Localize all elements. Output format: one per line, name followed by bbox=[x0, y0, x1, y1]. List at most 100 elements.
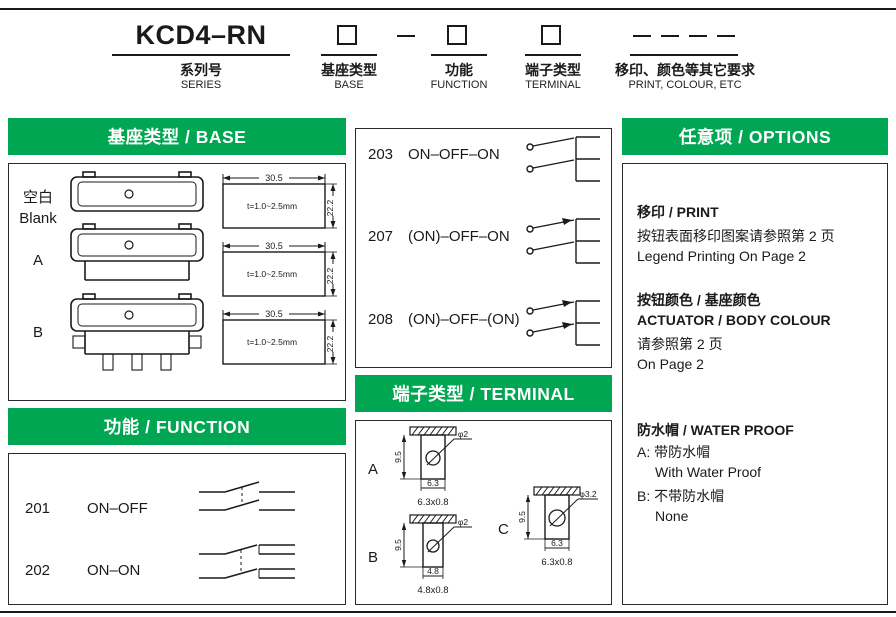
print-label-cn: 移印、颜色等其它要求 bbox=[615, 62, 755, 78]
terminal-code-box bbox=[541, 25, 561, 45]
terminal-caption-a: 6.3x0.8 bbox=[417, 497, 448, 508]
function-underline bbox=[431, 54, 487, 56]
print-dash-1 bbox=[633, 35, 651, 37]
function-code-208: 208 bbox=[368, 311, 394, 328]
circuit-symbol-203 bbox=[526, 136, 600, 182]
options-section-header: 任意项 / OPTIONS bbox=[622, 118, 888, 155]
options-waterproof-a: A: 带防水帽 bbox=[637, 444, 711, 460]
terminal-label-en: TERMINAL bbox=[525, 79, 581, 91]
function-label-208: (ON)–OFF–(ON) bbox=[408, 311, 520, 328]
terminal-width-a: 6.3 bbox=[427, 478, 439, 488]
options-colour-title2: ACTUATOR / BODY COLOUR bbox=[637, 312, 831, 328]
circuit-symbol-208 bbox=[526, 300, 600, 346]
options-colour-title1: 按钮颜色 / 基座颜色 bbox=[637, 292, 761, 308]
terminal-caption-b: 4.8x0.8 bbox=[417, 585, 448, 596]
terminal-width-c: 6.3 bbox=[551, 538, 563, 548]
circuit-symbol-207 bbox=[526, 218, 600, 264]
separator-dash bbox=[397, 35, 415, 37]
function-section-body: 201 ON–OFF 202 ON–ON bbox=[8, 453, 346, 605]
base-row-blank-en: Blank bbox=[19, 210, 57, 227]
print-dash-2 bbox=[661, 35, 679, 37]
series-label-en: SERIES bbox=[180, 79, 222, 91]
function-label-203: ON–OFF–ON bbox=[408, 146, 500, 163]
terminal-label-cn: 端子类型 bbox=[525, 62, 581, 78]
options-print-line2: Legend Printing On Page 2 bbox=[637, 248, 806, 264]
base-section-header: 基座类型 / BASE bbox=[8, 118, 346, 155]
function-label-202: ON–ON bbox=[87, 562, 141, 579]
circuit-symbol-201 bbox=[199, 481, 295, 511]
base-label-en: BASE bbox=[334, 79, 364, 91]
options-section-body: 移印 / PRINT 按钮表面移印图案请参照第 2 页 Legend Print… bbox=[622, 163, 888, 605]
terminal-section-body: A φ2 9.5 6.3 6.3x0.8 B bbox=[355, 420, 612, 605]
terminal-underline bbox=[525, 54, 581, 56]
terminal-width-b: 4.8 bbox=[427, 566, 439, 576]
terminal-code-b: B bbox=[368, 549, 379, 566]
function-code-203: 203 bbox=[368, 146, 394, 163]
print-underline bbox=[630, 54, 738, 56]
options-colour-line2: On Page 2 bbox=[637, 356, 704, 372]
top-rule bbox=[0, 8, 896, 10]
base-dimension-drawing-a: 30.5 t=1.0~2.5mm 22.2 bbox=[222, 241, 337, 297]
function-label-207: (ON)–OFF–ON bbox=[408, 228, 510, 245]
options-waterproof-a-en: With Water Proof bbox=[655, 464, 762, 480]
function-code-201: 201 bbox=[25, 500, 51, 517]
print-label-en: PRINT, COLOUR, ETC bbox=[628, 79, 742, 91]
terminal-drawing-c: φ3.2 9.5 6.3 6.3x0.8 bbox=[517, 486, 598, 568]
circuit-symbol-202 bbox=[199, 544, 295, 579]
terminal-drawing-a: φ2 9.5 6.3 6.3x0.8 bbox=[393, 426, 472, 508]
terminal-hole-a: φ2 bbox=[458, 429, 469, 439]
part-number-builder: KCD4–RN 系列号 SERIES 基座类型 BASE 功能 FUNCTION… bbox=[0, 0, 896, 115]
terminal-code-a: A bbox=[368, 461, 379, 478]
base-section-body: 空白 Blank A B bbox=[8, 163, 346, 401]
base-row-b-label: B bbox=[32, 324, 43, 341]
base-dim-height-a: 22.2 bbox=[325, 267, 335, 284]
function-code-202: 202 bbox=[25, 562, 51, 579]
bottom-rule bbox=[0, 611, 896, 613]
function-code-207: 207 bbox=[368, 228, 394, 245]
base-dim-height-b: 22.2 bbox=[325, 335, 335, 352]
base-dim-width-blank: 30.5 bbox=[265, 173, 283, 183]
base-dim-thickness-b: t=1.0~2.5mm bbox=[247, 337, 297, 347]
terminal-height-c: 9.5 bbox=[517, 511, 527, 523]
print-dash-3 bbox=[689, 35, 707, 37]
base-dimension-drawing-b: 30.5 t=1.0~2.5mm 22.2 bbox=[222, 309, 337, 365]
options-colour-line1: 请参照第 2 页 bbox=[637, 336, 723, 352]
terminal-caption-c: 6.3x0.8 bbox=[541, 557, 572, 568]
terminal-height-a: 9.5 bbox=[393, 451, 403, 463]
base-dim-thickness-a: t=1.0~2.5mm bbox=[247, 269, 297, 279]
base-underline bbox=[321, 54, 377, 56]
base-label-cn: 基座类型 bbox=[321, 62, 377, 78]
options-print-line1: 按钮表面移印图案请参照第 2 页 bbox=[637, 228, 835, 244]
series-code: KCD4–RN bbox=[135, 20, 267, 50]
options-print-title: 移印 / PRINT bbox=[637, 204, 719, 220]
terminal-height-b: 9.5 bbox=[393, 539, 403, 551]
terminal-hole-c: φ3.2 bbox=[579, 489, 597, 499]
base-row-a-label: A bbox=[32, 252, 43, 269]
function-section-body-2: 203 ON–OFF–ON 207 (ON)–OFF–ON 208 (ON)–O… bbox=[355, 128, 612, 368]
function-section-header: 功能 / FUNCTION bbox=[8, 408, 346, 445]
options-waterproof-b-en: None bbox=[655, 508, 689, 524]
base-code-box bbox=[337, 25, 357, 45]
base-dim-thickness-blank: t=1.0~2.5mm bbox=[247, 201, 297, 211]
terminal-hole-b: φ2 bbox=[458, 517, 469, 527]
options-waterproof-b: B: 不带防水帽 bbox=[637, 488, 725, 504]
rocker-switch-drawing-a bbox=[70, 223, 204, 281]
base-dim-width-b: 30.5 bbox=[265, 309, 283, 319]
terminal-code-c: C bbox=[498, 521, 509, 538]
function-label-en: FUNCTION bbox=[430, 79, 488, 91]
rocker-switch-drawing-b bbox=[70, 293, 204, 371]
base-dim-height-blank: 22.2 bbox=[325, 199, 335, 216]
print-dash-4 bbox=[717, 35, 735, 37]
function-label-201: ON–OFF bbox=[87, 500, 148, 517]
options-waterproof-title: 防水帽 / WATER PROOF bbox=[637, 422, 794, 438]
base-dim-width-a: 30.5 bbox=[265, 241, 283, 251]
base-row-blank-cn: 空白 bbox=[22, 189, 53, 206]
base-dimension-drawing-blank: 30.5 t=1.0~2.5mm 22.2 bbox=[222, 173, 337, 229]
terminal-section-header: 端子类型 / TERMINAL bbox=[355, 375, 612, 412]
series-underline bbox=[112, 54, 290, 56]
series-label-cn: 系列号 bbox=[180, 62, 222, 78]
terminal-drawing-b: φ2 9.5 4.8 4.8x0.8 bbox=[393, 514, 472, 596]
function-label-cn: 功能 bbox=[445, 62, 473, 78]
rocker-switch-drawing-blank bbox=[70, 171, 204, 212]
